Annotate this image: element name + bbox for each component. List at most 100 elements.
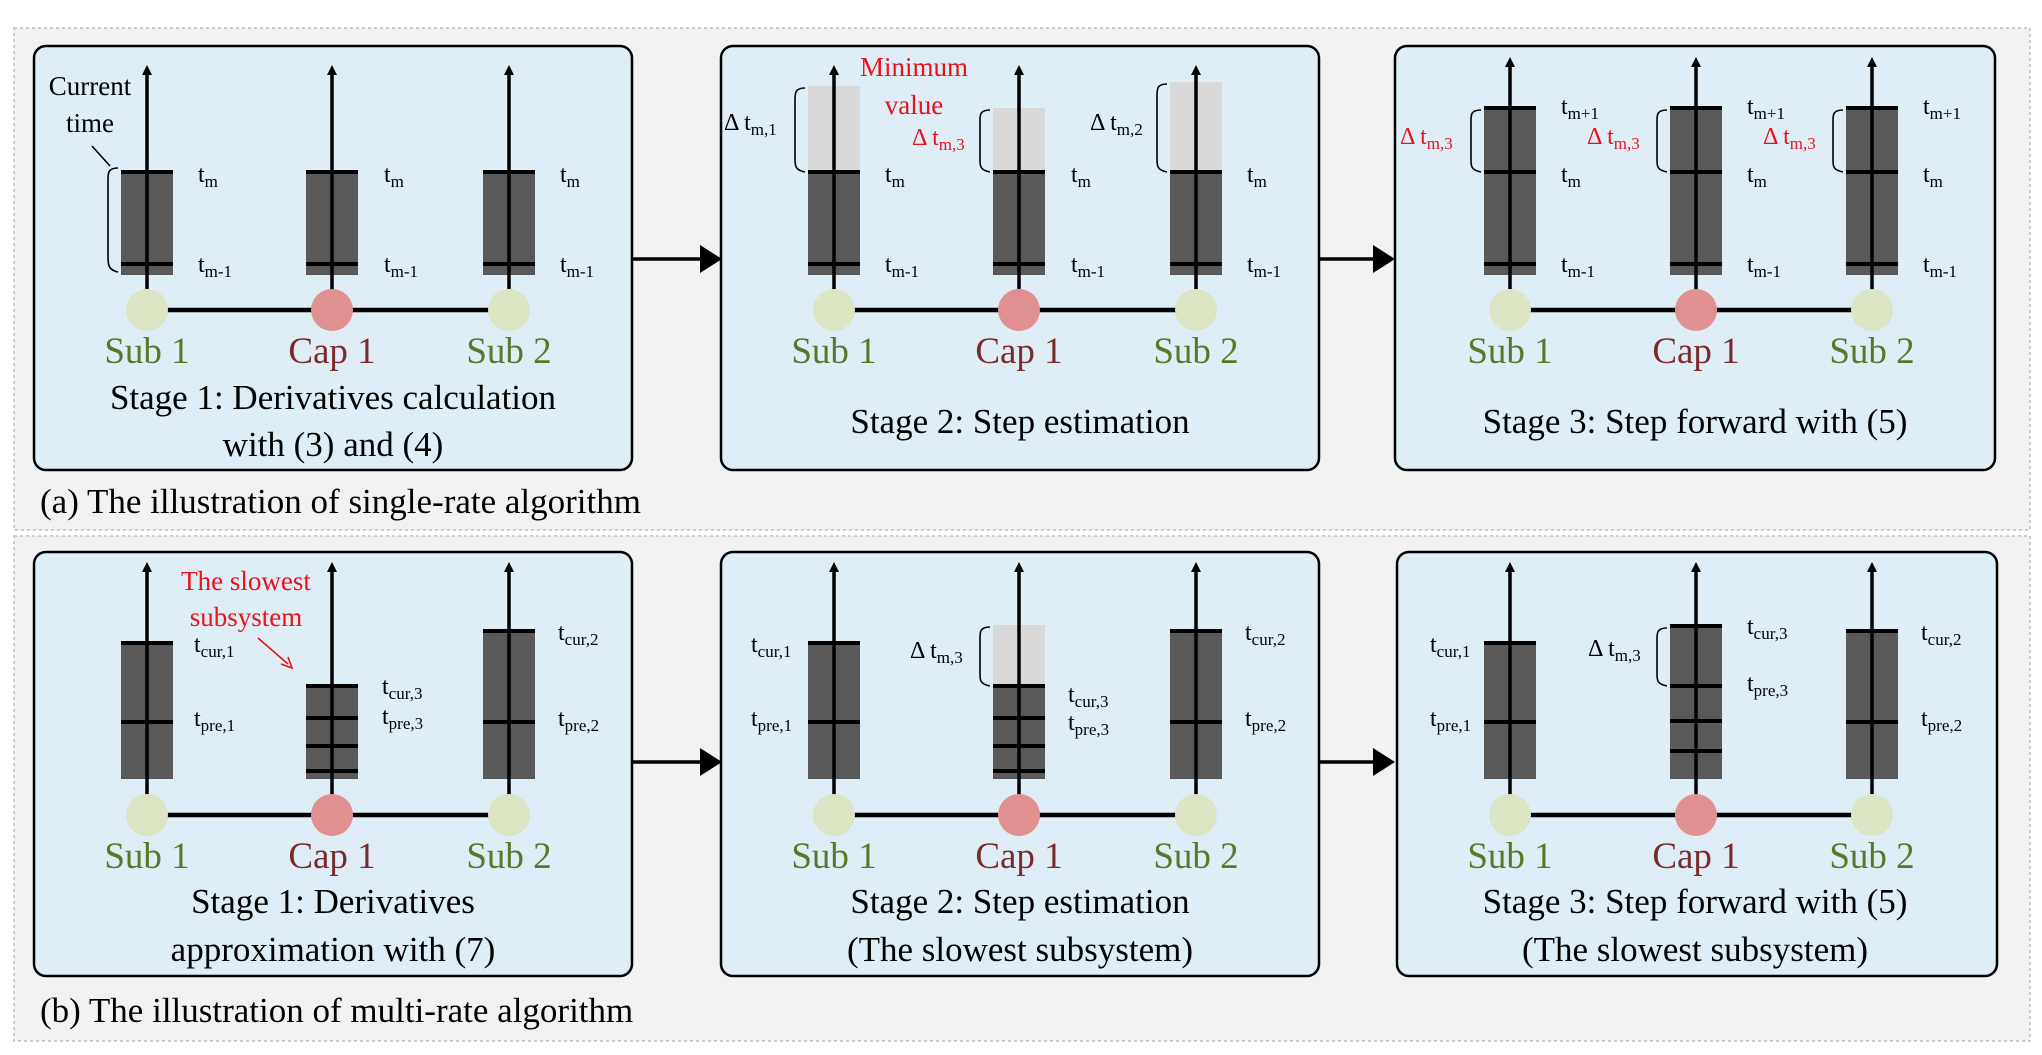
- time-label-tcur3: tcur,3: [382, 674, 422, 703]
- time-label-tm: tm: [1923, 162, 1943, 191]
- delta-label-tm1: Δ tm,1: [724, 110, 777, 139]
- node-label-cap1: Cap 1: [1652, 331, 1739, 372]
- node-cap1: [311, 794, 353, 836]
- time-label-tm: tm: [198, 162, 218, 191]
- node-label-cap1: Cap 1: [1652, 836, 1739, 877]
- connector-arrowhead: [1373, 245, 1395, 273]
- time-label-tpre1: tpre,1: [1430, 706, 1471, 735]
- time-label-tpre3: tpre,3: [1747, 671, 1788, 700]
- stage-a2-title: Stage 2: Step estimation: [850, 402, 1189, 441]
- time-label-tpre2: tpre,2: [1245, 706, 1286, 735]
- delta-label-tm3: Δ tm,3: [910, 638, 963, 667]
- delta-brace-cap1: [1656, 627, 1668, 687]
- node-label-cap1: Cap 1: [288, 836, 375, 877]
- time-label-tm-1: tm-1: [885, 252, 919, 281]
- current-time-label-line1: Current: [49, 71, 132, 101]
- panel-b-stage2: Δ tm,3 tcur,1 tpre,1 tcur,3 tpre,3 tcur,…: [719, 550, 1321, 978]
- panel-b-stage1: The slowest subsystem tcur,1 tpre,1 tcur…: [32, 550, 634, 978]
- node-sub1: [813, 794, 855, 836]
- time-label-tpre1: tpre,1: [751, 706, 792, 735]
- time-label-tcur3: tcur,3: [1068, 682, 1108, 711]
- time-label-tpre2: tpre,2: [1921, 706, 1962, 735]
- node-sub2: [1175, 794, 1217, 836]
- time-label-tm-1: tm-1: [1747, 252, 1781, 281]
- stage-b3-title-line2: (The slowest subsystem): [1522, 930, 1868, 969]
- node-label-sub1: Sub 1: [1467, 836, 1552, 877]
- node-label-sub1: Sub 1: [104, 331, 189, 372]
- time-label-tpre1: tpre,1: [194, 706, 235, 735]
- delta-label-tm2: Δ tm,2: [1090, 110, 1143, 139]
- node-sub2: [1851, 794, 1893, 836]
- time-label-tm-1: tm-1: [1247, 252, 1281, 281]
- delta-label-tm3: Δ tm,3: [1588, 636, 1641, 665]
- time-label-tcur1: tcur,1: [751, 632, 791, 661]
- time-label-tm: tm: [1747, 162, 1767, 191]
- node-label-cap1: Cap 1: [975, 836, 1062, 877]
- panel-a-stage1: Current time tm tm-1 tm tm-1 tm tm-1 Sub…: [32, 44, 634, 472]
- time-label-tm-1: tm-1: [384, 252, 418, 281]
- node-sub1: [126, 794, 168, 836]
- time-label-tcur1: tcur,1: [1430, 632, 1470, 661]
- time-label-tcur1: tcur,1: [194, 632, 234, 661]
- delta-brace-cap1: [979, 626, 991, 687]
- slowest-subsystem-pointer-head: [280, 656, 294, 670]
- node-cap1: [998, 794, 1040, 836]
- stage-b1-title-line2: approximation with (7): [171, 930, 496, 969]
- slowest-subsystem-label-line1: The slowest: [181, 566, 311, 596]
- node-label-cap1: Cap 1: [975, 331, 1062, 372]
- panel-a-stage2: Δ tm,1 Δ tm,3 Δ tm,2 Minimum value tm tm…: [719, 44, 1321, 472]
- connector-arrowhead: [700, 748, 722, 776]
- delta-label-tm3-red: Δ tm,3: [1763, 124, 1816, 153]
- time-label-tcur3: tcur,3: [1747, 614, 1787, 643]
- delta-brace-sub1: [1470, 109, 1482, 173]
- node-label-sub2: Sub 2: [466, 836, 551, 877]
- time-label-tm: tm: [384, 162, 404, 191]
- slowest-subsystem-pointer: [257, 637, 289, 665]
- time-label-tm-1: tm-1: [1561, 252, 1595, 281]
- node-label-sub2: Sub 2: [1153, 331, 1238, 372]
- time-label-tm: tm: [1561, 162, 1581, 191]
- stage-b3-title-line1: Stage 3: Step forward with (5): [1483, 882, 1908, 921]
- current-time-label-line2: time: [66, 108, 114, 138]
- time-label-tcur2: tcur,2: [1245, 620, 1285, 649]
- current-time-brace: [107, 167, 119, 273]
- stage-a3-title: Stage 3: Step forward with (5): [1483, 402, 1908, 441]
- time-label-tm-1: tm-1: [560, 252, 594, 281]
- stage-b2-title-line1: Stage 2: Step estimation: [850, 882, 1189, 921]
- stage-b2-title-line2: (The slowest subsystem): [847, 930, 1193, 969]
- time-label-tm-1: tm-1: [1071, 252, 1105, 281]
- slowest-subsystem-label-line2: subsystem: [190, 602, 303, 632]
- delta-brace-sub2: [1832, 109, 1844, 173]
- connector-arrowhead: [700, 245, 722, 273]
- delta-brace-sub2: [1156, 83, 1168, 173]
- delta-label-tm3-red: Δ tm,3: [912, 125, 965, 154]
- time-label-tm: tm: [1071, 162, 1091, 191]
- panel-a-stage3: Δ tm,3 Δ tm,3 Δ tm,3 tm+1 tm tm-1 tm+1 t…: [1393, 44, 1997, 472]
- stage-b1-title-line1: Stage 1: Derivatives: [191, 882, 475, 921]
- panel-b-stage3: Δ tm,3 tcur,1 tpre,1 tcur,3 tpre,3 tcur,…: [1395, 550, 1999, 978]
- time-label-tm-1: tm-1: [198, 252, 232, 281]
- node-cap1: [1675, 794, 1717, 836]
- delta-label-tm3-red: Δ tm,3: [1587, 124, 1640, 153]
- node-sub2: [1851, 289, 1893, 331]
- node-label-cap1: Cap 1: [288, 331, 375, 372]
- node-cap1: [1675, 289, 1717, 331]
- delta-brace-sub1: [794, 87, 806, 173]
- time-label-tm: tm: [560, 162, 580, 191]
- section-b-caption: (b) The illustration of multi-rate algor…: [40, 991, 633, 1030]
- time-label-tcur2: tcur,2: [558, 620, 598, 649]
- time-label-tm-1: tm-1: [1923, 252, 1957, 281]
- node-label-sub1: Sub 1: [104, 836, 189, 877]
- minimum-value-label-line2: value: [885, 90, 943, 120]
- node-sub1: [1489, 794, 1531, 836]
- node-sub2: [488, 289, 530, 331]
- node-sub1: [1489, 289, 1531, 331]
- time-label-tcur2: tcur,2: [1921, 620, 1961, 649]
- time-label-tpre3: tpre,3: [1068, 710, 1109, 739]
- node-sub1: [813, 289, 855, 331]
- node-label-sub1: Sub 1: [791, 836, 876, 877]
- node-sub2: [488, 794, 530, 836]
- section-a-caption: (a) The illustration of single-rate algo…: [40, 482, 641, 521]
